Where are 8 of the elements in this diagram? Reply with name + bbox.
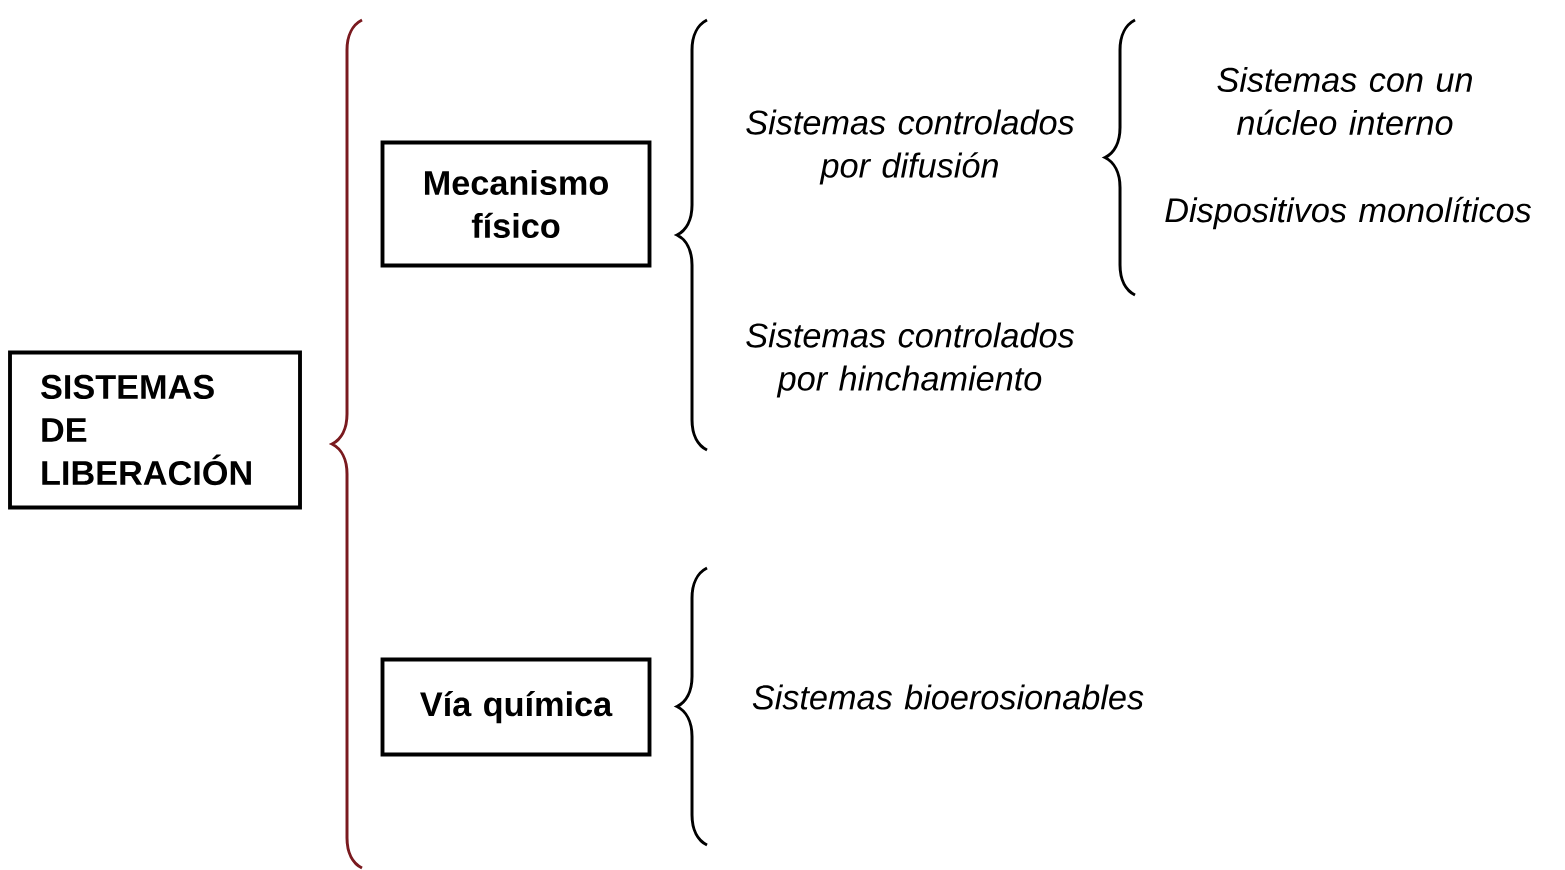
category-box: SISTEMAS DE LIBERACIÓN <box>8 350 302 510</box>
category-text: Dispositivos monolíticos <box>1165 196 1531 230</box>
category-text: Sistemas bioerosionables <box>752 684 1144 710</box>
category-text: Sistemas con un núcleo interno <box>1217 66 1472 136</box>
category-box: Mecanismo físico <box>380 140 652 268</box>
category-box: Vía química <box>380 657 652 757</box>
category-text: Sistemas controlados por hinchamiento <box>746 322 1074 398</box>
category-text: Sistemas controlados por difusión <box>746 109 1074 185</box>
